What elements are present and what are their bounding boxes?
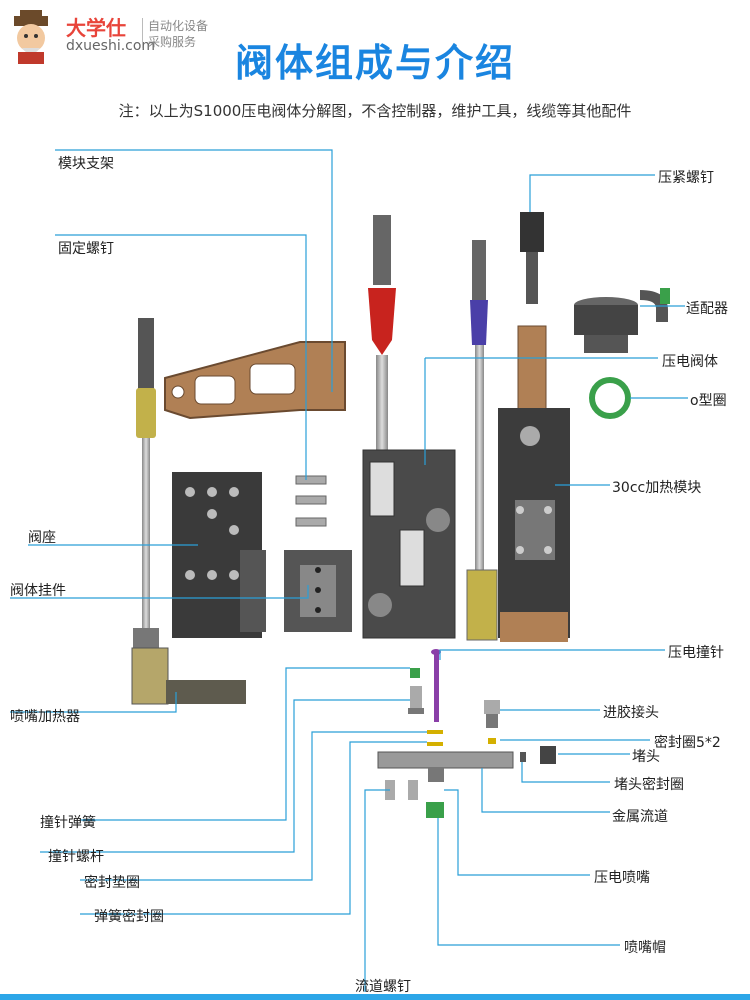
small-parts bbox=[377, 649, 556, 818]
slogan-line1: 自动化设备 bbox=[148, 19, 209, 33]
brand-name: 大学仕 bbox=[66, 16, 126, 40]
heating-module bbox=[498, 325, 570, 642]
valve-hanger bbox=[284, 550, 352, 632]
compression-screw bbox=[520, 212, 544, 304]
label-heating-module: 30cc加热模块 bbox=[612, 480, 702, 496]
label-needle-screw-rod: 撞针螺杆 bbox=[48, 849, 104, 865]
label-valve-seat: 阀座 bbox=[28, 530, 56, 546]
label-adapter: 适配器 bbox=[686, 301, 728, 317]
label-seal-ring: 密封圈5*2 bbox=[654, 735, 721, 751]
adapter bbox=[574, 288, 670, 353]
label-compression-screw: 压紧螺钉 bbox=[658, 170, 714, 186]
nozzle-heater-assembly bbox=[131, 318, 246, 705]
exploded-diagram bbox=[10, 149, 688, 992]
bottom-bar bbox=[0, 994, 750, 1000]
label-piezo-needle: 压电撞针 bbox=[668, 645, 724, 661]
o-ring-shape bbox=[589, 377, 631, 419]
mascot-icon bbox=[14, 10, 48, 64]
slogan-line2: 采购服务 bbox=[148, 35, 197, 49]
piezo-cable bbox=[466, 240, 498, 641]
module-bracket bbox=[164, 341, 346, 420]
label-metal-channel: 金属流道 bbox=[612, 809, 668, 825]
label-valve-hanger: 阀体挂件 bbox=[10, 583, 66, 599]
logo-divider bbox=[142, 18, 143, 48]
label-nozzle-heater: 喷嘴加热器 bbox=[10, 709, 80, 725]
label-plug-seal: 堵头密封圈 bbox=[614, 777, 684, 793]
label-piezo-valve-body: 压电阀体 bbox=[662, 354, 718, 370]
label-module-bracket: 模块支架 bbox=[58, 156, 114, 172]
label-needle-spring: 撞针弹簧 bbox=[40, 815, 96, 831]
logo: 大学仕 dxueshi.com 自动化设备 采购服务 bbox=[8, 10, 248, 70]
fixing-screws bbox=[295, 475, 327, 527]
piezo-valve-body bbox=[362, 215, 456, 639]
label-nozzle-cap: 喷嘴帽 bbox=[624, 940, 666, 956]
label-seal-gasket: 密封垫圈 bbox=[84, 875, 140, 891]
page-title: 阀体组成与介绍 bbox=[234, 41, 515, 85]
brand-slogan: 自动化设备 采购服务 bbox=[148, 18, 208, 50]
leader-lines bbox=[10, 149, 688, 992]
label-plug: 堵头 bbox=[632, 749, 660, 765]
label-spring-seal: 弹簧密封圈 bbox=[94, 909, 164, 925]
valve-seat bbox=[172, 472, 266, 638]
label-fixing-screw: 固定螺钉 bbox=[58, 241, 114, 257]
label-glue-inlet: 进胶接头 bbox=[603, 705, 659, 721]
label-channel-screw: 流道螺钉 bbox=[355, 979, 411, 995]
label-o-ring: o型圈 bbox=[690, 393, 727, 409]
label-piezo-nozzle: 压电喷嘴 bbox=[594, 870, 650, 886]
brand-url: dxueshi.com bbox=[66, 38, 156, 54]
page-subtitle: 注：以上为S1000压电阀体分解图，不含控制器，维护工具，线缆等其他配件 bbox=[118, 102, 632, 120]
